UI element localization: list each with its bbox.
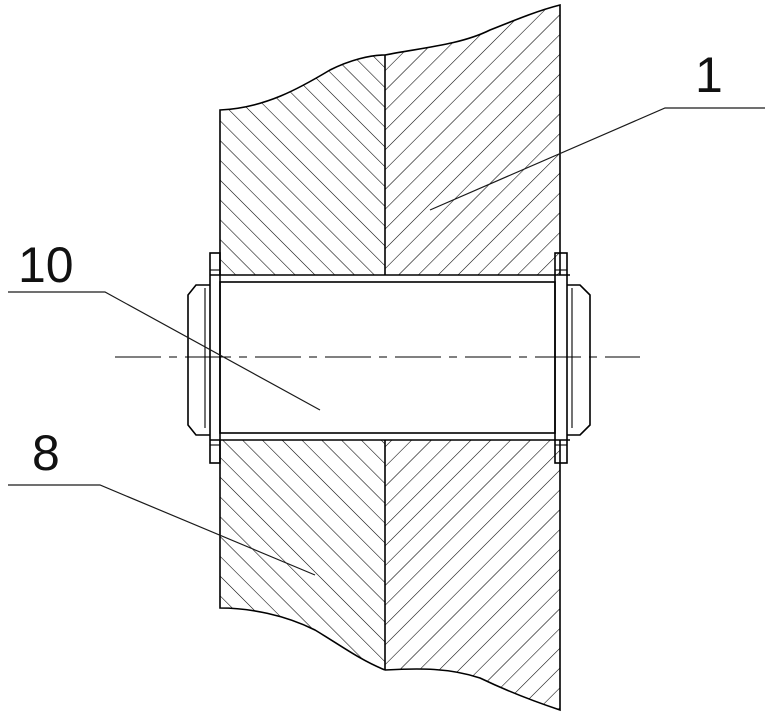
callout-label-1: 1 — [695, 47, 723, 103]
upper-right-plate — [385, 5, 560, 275]
callout-label-8: 8 — [32, 425, 60, 481]
lower-left-plate — [220, 440, 385, 670]
upper-left-plate — [220, 55, 385, 275]
right-washer — [555, 253, 567, 463]
left-pin-head — [188, 285, 210, 435]
right-pin-head — [567, 285, 590, 435]
callout-label-10: 10 — [18, 237, 74, 293]
left-washer — [210, 253, 220, 463]
